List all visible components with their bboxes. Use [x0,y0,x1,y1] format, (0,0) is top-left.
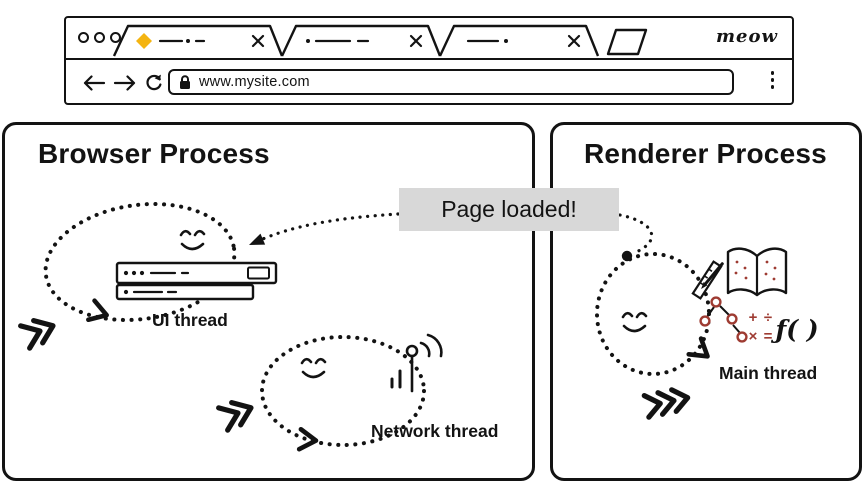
browser-brand: meow [716,26,778,47]
tabs [112,24,648,57]
main-thread-label: Main thread [719,363,818,383]
browser-process-title: Browser Process [38,138,270,169]
new-tab-button[interactable] [606,28,648,56]
tab-2[interactable] [280,24,442,57]
forward-icon[interactable] [113,75,137,91]
back-icon[interactable] [82,75,106,91]
ui-thread-label: UI thread [152,310,228,330]
tab-title-scribble [158,39,206,43]
window-controls [78,32,121,43]
tab-favicon-diamond [136,33,152,49]
tab-3[interactable] [438,24,600,57]
tab-active[interactable] [112,24,284,57]
page-loaded-message: Page loaded! [399,188,619,231]
renderer-process-title: Renderer Process [584,138,827,169]
url-text: www.mysite.com [199,74,310,90]
lock-icon [180,75,190,89]
address-bar[interactable]: www.mysite.com [168,69,734,95]
nav-bar: www.mysite.com [66,60,792,103]
browser-window: meow www.mysite.com [64,16,794,105]
window-control-dot[interactable] [78,32,89,43]
network-thread-label: Network thread [371,421,499,441]
tab-close-icon[interactable] [251,34,265,48]
renderer-process-box [550,122,862,481]
tab-close-icon[interactable] [409,34,423,48]
menu-kebab-icon[interactable] [767,67,779,93]
tab-title-scribble [306,39,370,43]
window-control-dot[interactable] [94,32,105,43]
tab-bar: meow [66,18,792,60]
tab-close-icon[interactable] [567,34,581,48]
window-control-dot[interactable] [110,32,121,43]
tab-title-scribble [466,39,508,43]
reload-icon[interactable] [144,73,164,93]
